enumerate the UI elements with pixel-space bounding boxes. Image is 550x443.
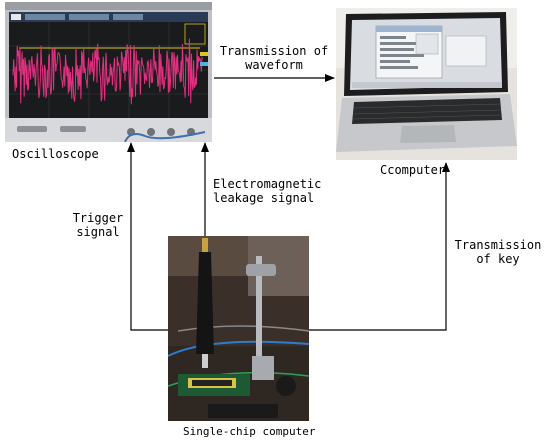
waveform-edge-label-line2: waveform (245, 58, 303, 72)
waveform-edge-label-line1: Transmission of (219, 44, 329, 58)
key-edge-label: Transmission of key (452, 238, 544, 266)
em-leakage-edge-label: Electromagnetic leakage signal (213, 177, 321, 205)
trigger-arrow (127, 142, 168, 331)
em-leakage-edge-label-line2: leakage signal (213, 191, 315, 205)
em-leakage-edge-label-line1: Electromagnetic (213, 177, 322, 191)
trigger-edge-label-line2: signal (76, 225, 120, 239)
computer-photo (336, 8, 517, 160)
mcu-label: Single-chip computer (183, 425, 316, 438)
key-arrow (309, 162, 450, 331)
waveform-edge-label: Transmission of waveform (214, 44, 334, 72)
computer-label: Ccomputer (380, 163, 446, 177)
oscilloscope-label: Oscilloscope (12, 147, 99, 161)
waveform-trace (12, 38, 204, 105)
mcu-photo (168, 236, 309, 421)
trigger-edge-label-line1: Trigger (72, 211, 124, 225)
trigger-edge-label: Trigger signal (70, 211, 126, 239)
key-edge-label-line1: Transmission (454, 238, 542, 252)
key-edge-label-line2: of key (476, 252, 520, 266)
oscilloscope-photo (5, 2, 212, 142)
